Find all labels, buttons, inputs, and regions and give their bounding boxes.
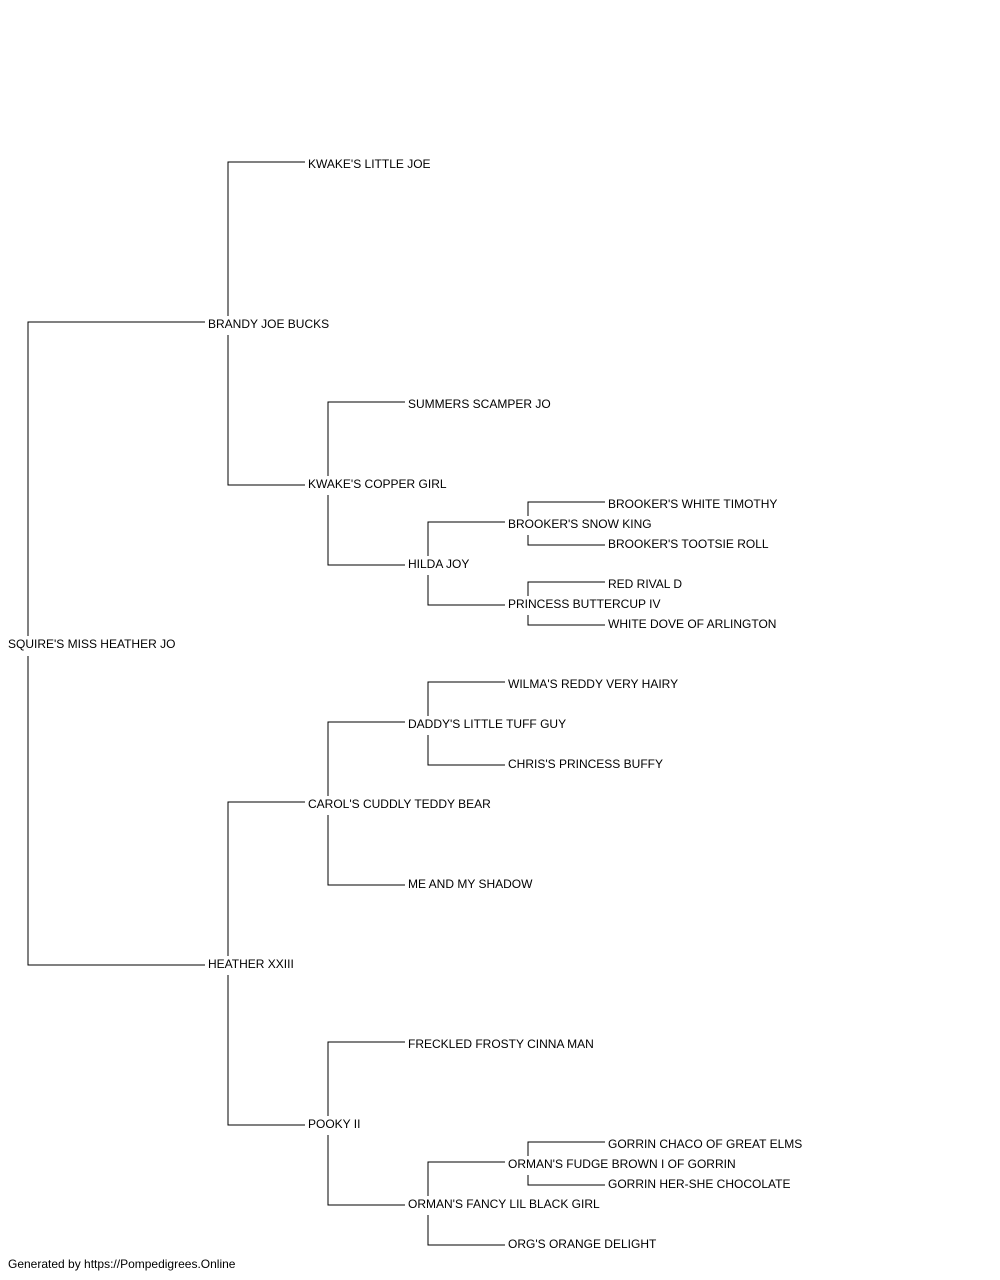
connector-buttercup-dam xyxy=(527,615,605,626)
sire-dam-dam-dam-sire-name: RED RIVAL D xyxy=(608,577,682,591)
connector-subject-sire xyxy=(27,321,205,636)
sire-dam-dam-sire-name: BROOKER'S SNOW KING xyxy=(508,517,652,531)
connector-teddy-sire xyxy=(327,721,405,796)
sire-dam-dam-dam-dam-name: WHITE DOVE OF ARLINGTON xyxy=(608,617,776,631)
connector-hilda-sire xyxy=(427,521,505,556)
dam-sire-sire-dam-name: CHRIS'S PRINCESS BUFFY xyxy=(508,757,663,771)
subject-name: SQUIRE'S MISS HEATHER JO xyxy=(8,637,175,651)
connector-sire-dam-sire xyxy=(327,401,405,476)
dam-dam-dam-sire-sire-name: GORRIN CHACO OF GREAT ELMS xyxy=(608,1137,802,1151)
dam-name: HEATHER XXIII xyxy=(208,957,294,971)
sire-sire-name: KWAKE'S LITTLE JOE xyxy=(308,157,431,171)
dam-sire-sire-sire-name: WILMA'S REDDY VERY HAIRY xyxy=(508,677,678,691)
dam-sire-dam-name: ME AND MY SHADOW xyxy=(408,877,533,891)
connector-subject-dam xyxy=(27,656,205,966)
dam-dam-name: POOKY II xyxy=(308,1117,360,1131)
connector-fancy-dam xyxy=(427,1215,505,1246)
connector-pooky-dam xyxy=(327,1135,405,1206)
dam-dam-dam-dam-name: ORG'S ORANGE DELIGHT xyxy=(508,1237,657,1251)
connector-snowking-sire xyxy=(527,501,605,516)
connector-buttercup-sire xyxy=(527,581,605,596)
connector-dam-dam xyxy=(227,975,305,1126)
connector-dam-sire xyxy=(227,801,305,956)
sire-dam-name: KWAKE'S COPPER GIRL xyxy=(308,477,447,491)
connector-pooky-sire xyxy=(327,1041,405,1116)
connector-sire-dam xyxy=(227,335,305,486)
connector-fancy-sire xyxy=(427,1161,505,1196)
dam-dam-dam-sire-dam-name: GORRIN HER-SHE CHOCOLATE xyxy=(608,1177,790,1191)
dam-dam-dam-sire-name: ORMAN'S FUDGE BROWN I OF GORRIN xyxy=(508,1157,736,1171)
dam-dam-sire-name: FRECKLED FROSTY CINNA MAN xyxy=(408,1037,594,1051)
sire-dam-dam-name: HILDA JOY xyxy=(408,557,469,571)
connector-sire-sire xyxy=(227,161,305,316)
sire-dam-sire-name: SUMMERS SCAMPER JO xyxy=(408,397,551,411)
connector-fudgebrown-dam xyxy=(527,1175,605,1186)
connector-fudgebrown-sire xyxy=(527,1141,605,1156)
sire-dam-dam-sire-sire-name: BROOKER'S WHITE TIMOTHY xyxy=(608,497,777,511)
generated-by-footer: Generated by https://Pompedigrees.Online xyxy=(8,1257,236,1271)
connector-snowking-dam xyxy=(527,535,605,546)
sire-name: BRANDY JOE BUCKS xyxy=(208,317,329,331)
connector-hilda-dam xyxy=(427,575,505,606)
dam-sire-name: CAROL'S CUDDLY TEDDY BEAR xyxy=(308,797,491,811)
sire-dam-dam-sire-dam-name: BROOKER'S TOOTSIE ROLL xyxy=(608,537,769,551)
connector-tuffguy-sire xyxy=(427,681,505,716)
connector-tuffguy-dam xyxy=(427,735,505,766)
dam-dam-dam-name: ORMAN'S FANCY LIL BLACK GIRL xyxy=(408,1197,600,1211)
sire-dam-dam-dam-name: PRINCESS BUTTERCUP IV xyxy=(508,597,660,611)
connector-sire-dam-dam xyxy=(327,495,405,566)
connector-teddy-dam xyxy=(327,815,405,886)
dam-sire-sire-name: DADDY'S LITTLE TUFF GUY xyxy=(408,717,566,731)
